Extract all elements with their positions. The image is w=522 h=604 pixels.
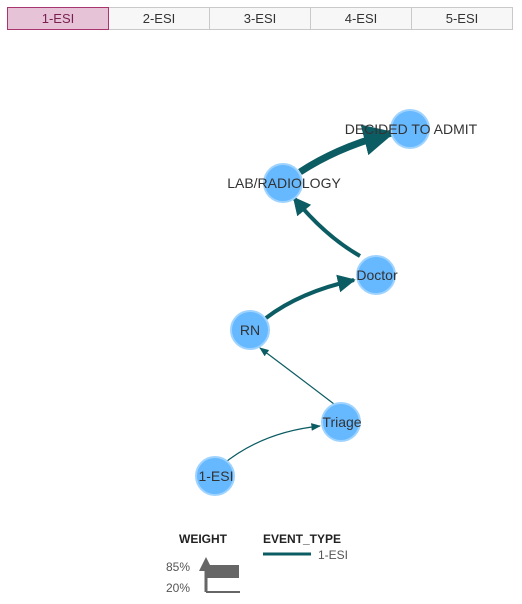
node-triage[interactable]: Triage xyxy=(321,402,362,442)
node-1-esi[interactable]: 1-ESI xyxy=(195,456,235,496)
tab-4-esi[interactable]: 4-ESI xyxy=(311,7,412,30)
event-type-item-label: 1-ESI xyxy=(318,548,348,562)
node-decided-to-admit[interactable]: DECIDED TO ADMIT xyxy=(345,109,478,149)
tab-5-esi[interactable]: 5-ESI xyxy=(412,7,513,30)
event-type-legend-title: EVENT_TYPE xyxy=(263,532,341,546)
tab-2-esi[interactable]: 2-ESI xyxy=(109,7,210,30)
weight-legend: WEIGHT 85% 20% xyxy=(166,532,240,595)
node-label-triage: Triage xyxy=(322,414,361,430)
node-label-lab: LAB/RADIOLOGY xyxy=(227,175,341,191)
event-type-legend: EVENT_TYPE 1-ESI xyxy=(263,532,348,562)
tab-1-esi[interactable]: 1-ESI xyxy=(7,7,109,30)
edge-doctor-lab[interactable] xyxy=(292,196,361,258)
edge-esi-triage[interactable] xyxy=(221,423,321,466)
node-label-esi: 1-ESI xyxy=(198,468,233,484)
edge-rn-doctor[interactable] xyxy=(264,274,356,320)
node-label-rn: RN xyxy=(240,322,260,338)
weight-high-label: 85% xyxy=(166,560,190,574)
node-rn[interactable]: RN xyxy=(230,310,270,350)
esi-tab-bar: 1-ESI 2-ESI 3-ESI 4-ESI 5-ESI xyxy=(7,7,513,30)
weight-low-label: 20% xyxy=(166,581,190,595)
node-doctor[interactable]: Doctor xyxy=(356,255,398,295)
weight-legend-title: WEIGHT xyxy=(179,532,228,546)
weight-scale-icon xyxy=(199,557,240,593)
edge-lab-admit[interactable] xyxy=(298,124,396,175)
node-label-admit: DECIDED TO ADMIT xyxy=(345,121,478,137)
edge-triage-rn[interactable] xyxy=(259,347,335,405)
node-label-doctor: Doctor xyxy=(356,267,398,283)
tab-3-esi[interactable]: 3-ESI xyxy=(210,7,311,30)
node-lab-radiology[interactable]: LAB/RADIOLOGY xyxy=(227,163,341,203)
